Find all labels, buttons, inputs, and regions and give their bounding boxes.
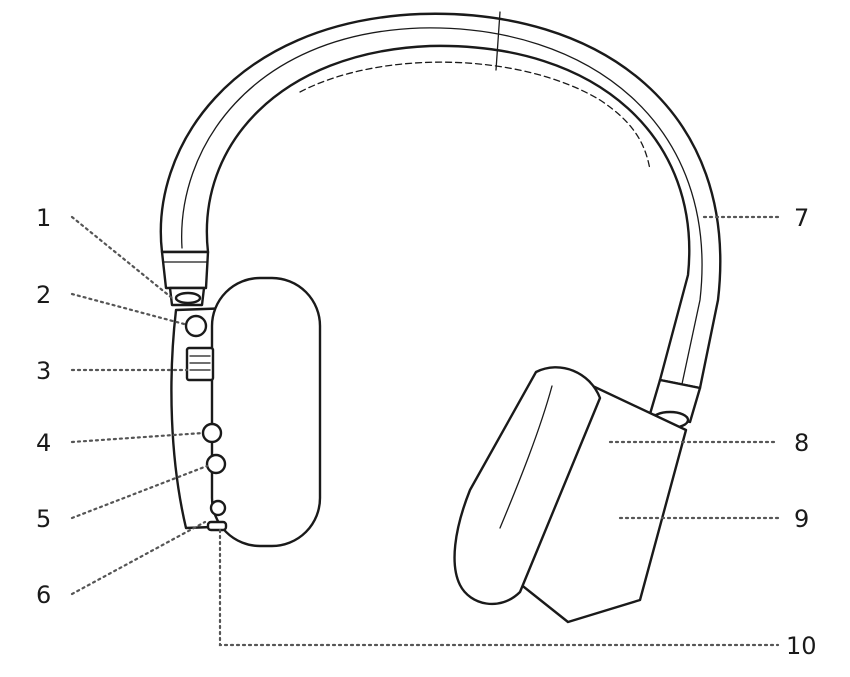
button-4 (201, 422, 223, 444)
volume-control (185, 346, 215, 382)
callout-8: 8 (794, 429, 809, 457)
callout-2: 2 (36, 281, 51, 309)
leader-lines (70, 215, 780, 647)
callout-1: 1 (36, 204, 51, 232)
callout-6: 6 (36, 581, 51, 609)
power-button (184, 314, 208, 338)
button-5 (205, 453, 227, 475)
left-ear-cup (170, 276, 322, 548)
callout-3: 3 (36, 357, 51, 385)
callout-7: 7 (794, 204, 809, 232)
left-hinge (160, 250, 210, 307)
callout-5: 5 (36, 505, 51, 533)
usb-port (206, 520, 228, 532)
right-ear-cup (453, 366, 688, 624)
headband (159, 11, 722, 390)
callout-9: 9 (794, 505, 809, 533)
callout-4: 4 (36, 429, 51, 457)
audio-jack (209, 499, 227, 517)
callout-labels: 1 2 3 4 5 6 7 8 9 10 (36, 204, 817, 660)
callout-10: 10 (786, 632, 817, 660)
